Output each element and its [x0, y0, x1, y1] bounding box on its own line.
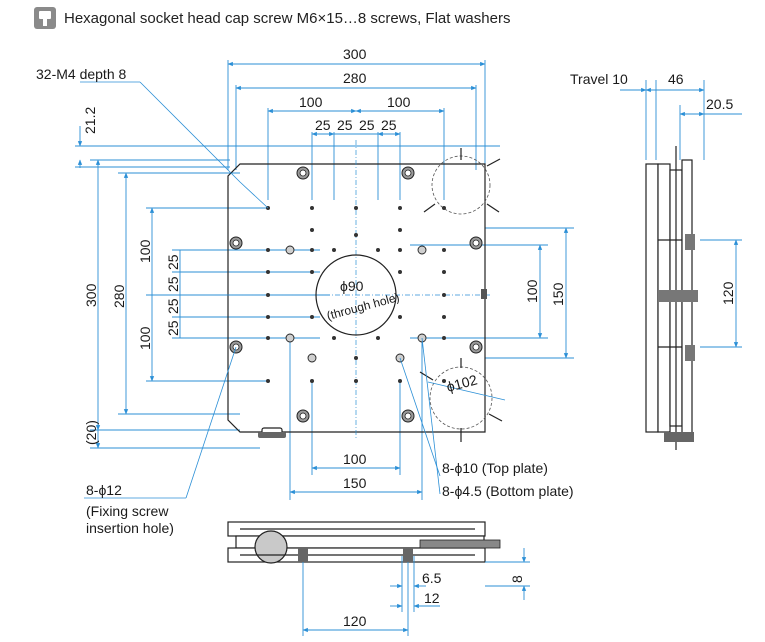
dim-300-width: 300: [343, 46, 367, 62]
fixing-hole-note-2: insertion hole): [86, 520, 174, 536]
dim-120-front: 120: [343, 613, 367, 629]
dim-100-lower: 100: [137, 326, 153, 350]
knob-upper: [431, 155, 491, 215]
dim-100-upper: 100: [137, 239, 153, 263]
screw-icon: [34, 7, 56, 29]
dim-300-height: 300: [83, 283, 99, 307]
dim-100-right: 100: [387, 94, 411, 110]
header: Hexagonal socket head cap screw M6×15…8 …: [34, 7, 510, 29]
dim-8: 8: [509, 575, 525, 583]
dim-25-c: 25: [359, 117, 375, 133]
dim-25-v1: 25: [165, 254, 181, 270]
top-view: 300 280 100 100 25 25 25 25 21.2 300 280…: [36, 46, 574, 536]
dim-25-d: 25: [381, 117, 397, 133]
dim-6-5: 6.5: [422, 570, 442, 586]
dim-280-height: 280: [111, 284, 127, 308]
dim-25-v2: 25: [165, 276, 181, 292]
dim-25-v3: 25: [165, 298, 181, 314]
fixing-hole-dia: 8-ϕ12: [86, 482, 122, 498]
bottom-plate-holes: 8-ϕ4.5 (Bottom plate): [442, 483, 574, 499]
dim-20-5: 20.5: [706, 96, 733, 112]
side-view: Travel 10 46 20.5 120: [570, 71, 742, 450]
dim-12: 12: [424, 590, 440, 606]
dim-280-width: 280: [343, 70, 367, 86]
dim-100-left: 100: [299, 94, 323, 110]
center-through-hole: [315, 254, 397, 336]
dim-100-bottom: 100: [343, 451, 367, 467]
dim-25-a: 25: [315, 117, 331, 133]
travel-label: Travel 10: [570, 71, 628, 87]
dim-100-right-v: 100: [524, 279, 540, 303]
top-plate-holes: 8-ϕ10 (Top plate): [442, 460, 548, 476]
tapped-holes-label: 32-M4 depth 8: [36, 66, 126, 82]
dim-25-v4: 25: [165, 320, 181, 336]
knob-dia: ϕ102: [445, 371, 479, 395]
dim-25-b: 25: [337, 117, 353, 133]
dim-120-side: 120: [720, 281, 736, 305]
dim-21-2: 21.2: [82, 107, 98, 134]
header-text: Hexagonal socket head cap screw M6×15…8 …: [64, 9, 511, 27]
dim-46: 46: [668, 71, 684, 87]
fixing-hole-note-1: (Fixing screw: [86, 503, 169, 519]
dim-150-bottom: 150: [343, 475, 367, 491]
dim-150-right-v: 150: [550, 282, 566, 306]
center-hole-dia: ϕ90: [340, 278, 364, 294]
dim-20: (20): [83, 420, 99, 445]
front-view: 8 6.5 12 120: [227, 521, 530, 636]
